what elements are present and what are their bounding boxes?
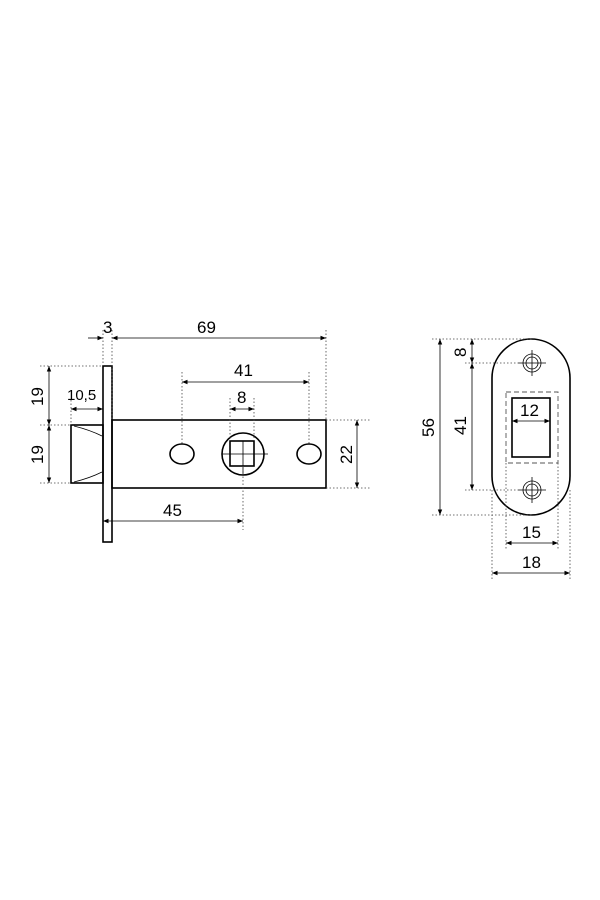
dim-recess-width: 15 — [522, 523, 541, 542]
screw-hole-top — [518, 350, 546, 376]
latch-body — [111, 419, 327, 489]
screw-hole-left — [169, 443, 195, 465]
screw-hole-right — [296, 443, 322, 465]
recess-outline — [505, 391, 559, 464]
faceplate — [102, 365, 113, 543]
dim-upper-19: 19 — [28, 387, 47, 406]
dim-plate-height: 56 — [419, 418, 438, 437]
dim-lower-19: 19 — [28, 445, 47, 464]
strike-opening — [511, 397, 551, 458]
dim-opening-width: 12 — [520, 401, 539, 420]
spindle-hole — [221, 432, 268, 476]
dim-faceplate-thickness: 3 — [103, 318, 112, 337]
latch-drawing: 3 69 41 8 10,5 19 19 22 45 — [28, 318, 370, 543]
strike-plate-drawing: 56 8 41 12 15 18 — [419, 338, 571, 580]
dim-spindle: 8 — [237, 388, 246, 407]
latch-bolt — [70, 424, 104, 484]
screw-hole-bottom — [518, 477, 546, 503]
dim-strike-hole-spacing: 41 — [451, 416, 470, 435]
dim-hole-spacing: 41 — [234, 361, 253, 380]
dim-69: 69 — [197, 318, 216, 337]
dim-backset: 45 — [163, 501, 182, 520]
dim-top-to-hole: 8 — [451, 348, 470, 357]
dim-latch-projection: 10,5 — [67, 387, 96, 404]
dim-body-height: 22 — [337, 445, 356, 464]
dim-plate-width: 18 — [522, 553, 541, 572]
